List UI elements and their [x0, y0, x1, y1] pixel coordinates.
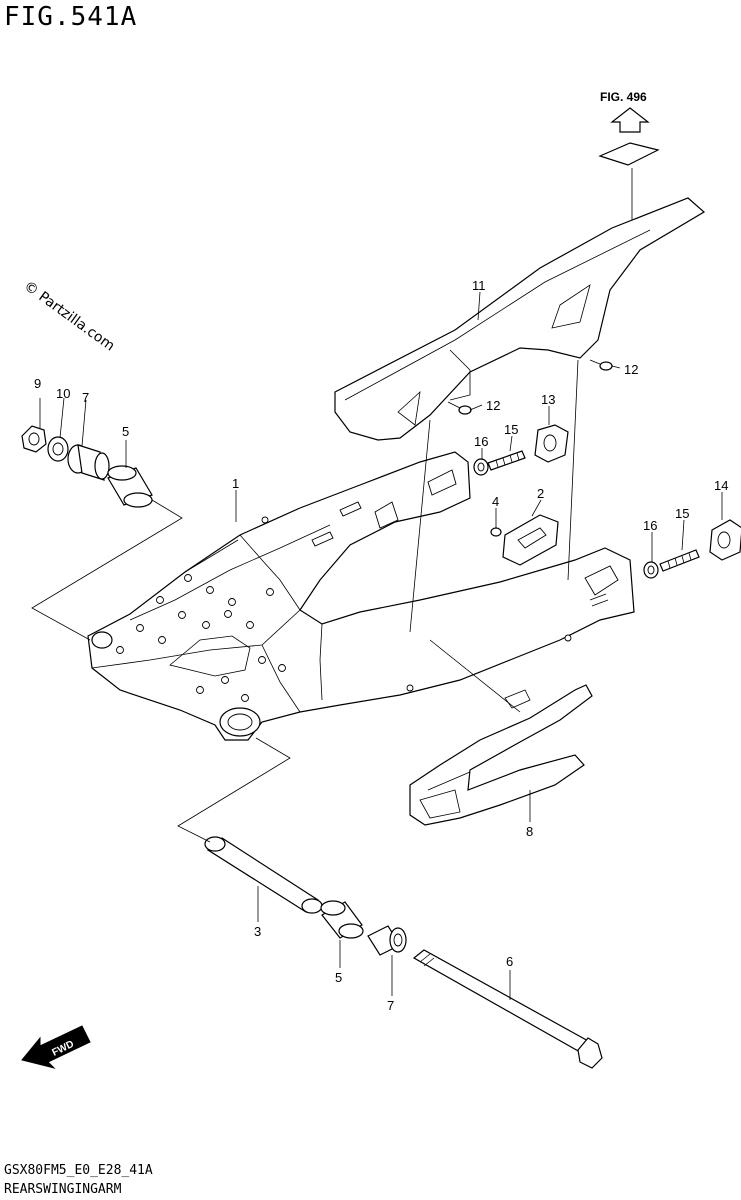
- part-14-adjuster-right[interactable]: [709, 519, 741, 561]
- callout-15-left[interactable]: 15: [504, 422, 518, 437]
- callout-6[interactable]: 6: [506, 954, 513, 969]
- fwd-arrow-icon: [21, 1025, 91, 1069]
- callout-16-right[interactable]: 16: [643, 518, 657, 533]
- callout-4[interactable]: 4: [492, 494, 499, 509]
- callout-15-right[interactable]: 15: [675, 506, 689, 521]
- figure-reference-arrow[interactable]: FIG. 496: [598, 90, 660, 220]
- part-6-pivot-shaft[interactable]: [412, 949, 603, 1069]
- part-10-washer[interactable]: [47, 436, 69, 462]
- callout-7-lower[interactable]: 7: [387, 998, 394, 1013]
- part-2-plate[interactable]: [502, 514, 559, 566]
- model-code: GSX80FM5_E0_E28_41A: [4, 1163, 153, 1178]
- section-name: REARSWINGINGARM: [4, 1182, 122, 1197]
- part-12-screw-upper[interactable]: [589, 359, 613, 371]
- callout-12-lower[interactable]: 12: [486, 398, 500, 413]
- callout-10[interactable]: 10: [56, 386, 70, 401]
- part-7-collar-lower[interactable]: [367, 925, 407, 956]
- part-5-bushing-left[interactable]: [107, 465, 153, 508]
- callout-13[interactable]: 13: [541, 392, 555, 407]
- part-5-bushing-lower[interactable]: [320, 900, 364, 939]
- callout-5-left[interactable]: 5: [122, 424, 129, 439]
- callout-labels: 9 10 7 5 1 11 12 12 13 16 15 4 2 14 16 1…: [34, 278, 728, 1013]
- part-3-pivot-tube[interactable]: [204, 836, 323, 914]
- part-15-bolt-right[interactable]: [659, 549, 700, 572]
- part-15-bolt-left[interactable]: [487, 450, 526, 471]
- part-11-chain-case[interactable]: [334, 197, 706, 441]
- callout-11[interactable]: 11: [472, 278, 486, 293]
- callout-3[interactable]: 3: [254, 924, 261, 939]
- part-9-nut[interactable]: [21, 425, 47, 453]
- callout-9[interactable]: 9: [34, 376, 41, 391]
- part-12-screw-lower[interactable]: [447, 401, 472, 415]
- leader-lines: [31, 291, 723, 1000]
- callout-14[interactable]: 14: [714, 478, 728, 493]
- part-8-chain-guide[interactable]: [409, 684, 593, 826]
- part-13-adjuster-left[interactable]: [534, 424, 569, 463]
- callout-8[interactable]: 8: [526, 824, 533, 839]
- figure-title: FIG.541A: [4, 2, 138, 32]
- callout-12-upper[interactable]: 12: [624, 362, 638, 377]
- up-arrow-icon: [610, 107, 650, 133]
- part-1-swingarm[interactable]: [87, 451, 635, 741]
- callout-2[interactable]: 2: [537, 486, 544, 501]
- callout-16-left[interactable]: 16: [474, 434, 488, 449]
- callout-1[interactable]: 1: [232, 476, 239, 491]
- reference-plate-icon: [598, 142, 660, 166]
- figure-reference-label: FIG. 496: [600, 90, 647, 104]
- part-7-collar-left[interactable]: [67, 444, 110, 481]
- part-4-screw[interactable]: [490, 508, 502, 537]
- part-16-nut-right[interactable]: [643, 561, 659, 579]
- callout-5-lower[interactable]: 5: [335, 970, 342, 985]
- callout-7-left[interactable]: 7: [82, 390, 89, 405]
- part-16-nut-left[interactable]: [473, 458, 489, 476]
- forward-direction-arrow: FWD: [21, 1025, 91, 1069]
